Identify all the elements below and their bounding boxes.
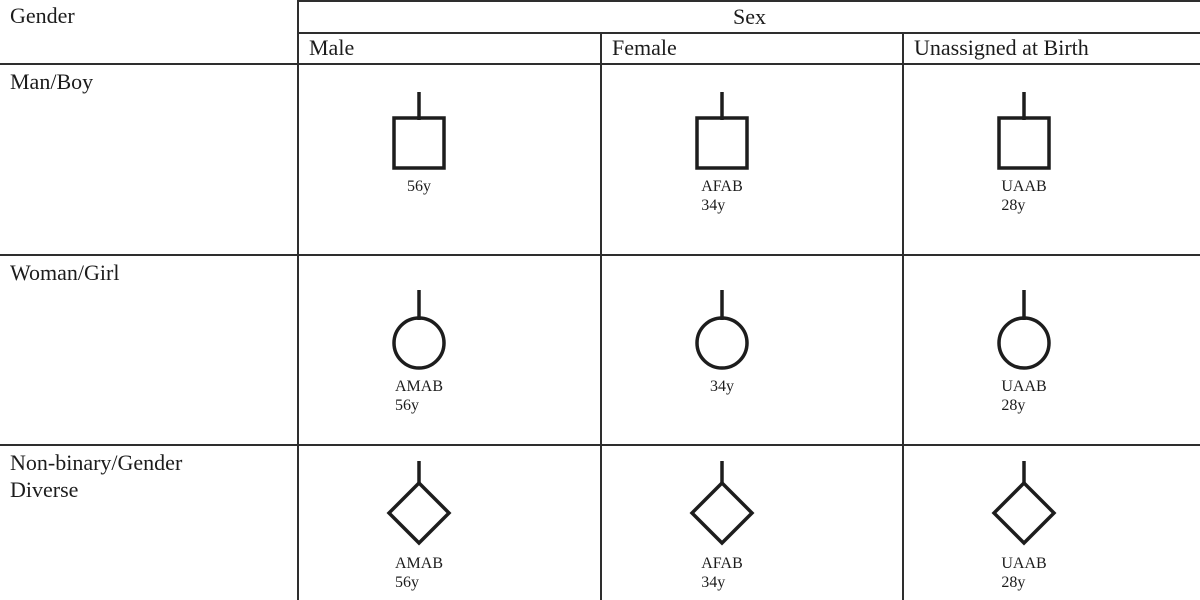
- male-header-label: Male: [309, 35, 355, 60]
- unassigned-header-label: Unassigned at Birth: [914, 35, 1089, 60]
- symbol-label: AMAB 56y: [395, 554, 443, 592]
- assigned-sex-label: AMAB: [394, 555, 443, 572]
- pedigree-square-icon: [997, 92, 1051, 170]
- cell-manboy-male: 56y: [297, 63, 600, 254]
- column-header-unassigned: Unassigned at Birth: [902, 32, 1200, 63]
- assigned-sex-label: UAAB: [1001, 555, 1047, 572]
- age-label: 56y: [394, 574, 419, 591]
- cell-manboy-unassigned: UAAB 28y: [902, 63, 1200, 254]
- assigned-sex-label: AMAB: [394, 378, 443, 395]
- age-label: 56y: [407, 178, 431, 195]
- gender-column-header: Gender: [0, 0, 297, 63]
- pedigree-diamond-icon: [386, 461, 452, 546]
- assigned-sex-label: AFAB: [701, 555, 743, 572]
- pedigree-diamond-icon: [689, 461, 755, 546]
- assigned-sex-label: UAAB: [1001, 178, 1047, 195]
- symbol-group: AMAB 56y: [299, 256, 539, 415]
- symbol-label: 56y: [407, 177, 431, 196]
- cell-womangirl-female: 34y: [600, 254, 902, 444]
- female-header-label: Female: [612, 35, 677, 60]
- column-header-male: Male: [297, 32, 600, 63]
- pedigree-circle-icon: [997, 290, 1051, 370]
- assigned-sex-label: UAAB: [1001, 378, 1047, 395]
- cell-womangirl-unassigned: UAAB 28y: [902, 254, 1200, 444]
- cell-nonbinary-male: AMAB 56y: [297, 444, 600, 600]
- pedigree-square-icon: [392, 92, 446, 170]
- symbol-label: AFAB 34y: [701, 554, 743, 592]
- cell-manboy-female: AFAB 34y: [600, 63, 902, 254]
- age-label: 28y: [1001, 197, 1026, 214]
- symbol-group: 56y: [299, 65, 539, 196]
- age-label: 56y: [394, 397, 419, 414]
- row-label-nonbinary: Non-binary/Gender Diverse: [0, 444, 297, 600]
- row-label-woman-girl: Woman/Girl: [0, 254, 297, 444]
- symbol-group: AFAB 34y: [602, 65, 842, 215]
- symbol-label: AFAB 34y: [701, 177, 743, 215]
- gender-header-label: Gender: [10, 3, 75, 28]
- symbol-group: AFAB 34y: [602, 446, 842, 592]
- symbol-label: AMAB 56y: [395, 377, 443, 415]
- sex-header-label: Sex: [733, 4, 766, 29]
- sex-group-header: Sex: [297, 0, 1200, 32]
- row-label-man-boy: Man/Boy: [0, 63, 297, 254]
- cell-nonbinary-female: AFAB 34y: [600, 444, 902, 600]
- column-header-female: Female: [600, 32, 902, 63]
- age-label: 34y: [710, 378, 734, 395]
- pedigree-circle-icon: [392, 290, 446, 370]
- pedigree-square-icon: [695, 92, 749, 170]
- symbol-label: UAAB 28y: [1001, 554, 1046, 592]
- symbol-label: UAAB 28y: [1001, 177, 1046, 215]
- cell-nonbinary-unassigned: UAAB 28y: [902, 444, 1200, 600]
- symbol-group: UAAB 28y: [904, 446, 1144, 592]
- symbol-group: 34y: [602, 256, 842, 396]
- age-label: 28y: [1001, 574, 1026, 591]
- symbol-group: AMAB 56y: [299, 446, 539, 592]
- symbol-group: UAAB 28y: [904, 65, 1144, 215]
- age-label: 34y: [701, 197, 726, 214]
- symbol-label: 34y: [710, 377, 734, 396]
- symbol-group: UAAB 28y: [904, 256, 1144, 415]
- pedigree-circle-icon: [695, 290, 749, 370]
- cell-womangirl-male: AMAB 56y: [297, 254, 600, 444]
- symbol-label: UAAB 28y: [1001, 377, 1046, 415]
- assigned-sex-label: AFAB: [701, 178, 743, 195]
- age-label: 34y: [701, 574, 726, 591]
- pedigree-diamond-icon: [991, 461, 1057, 546]
- age-label: 28y: [1001, 397, 1026, 414]
